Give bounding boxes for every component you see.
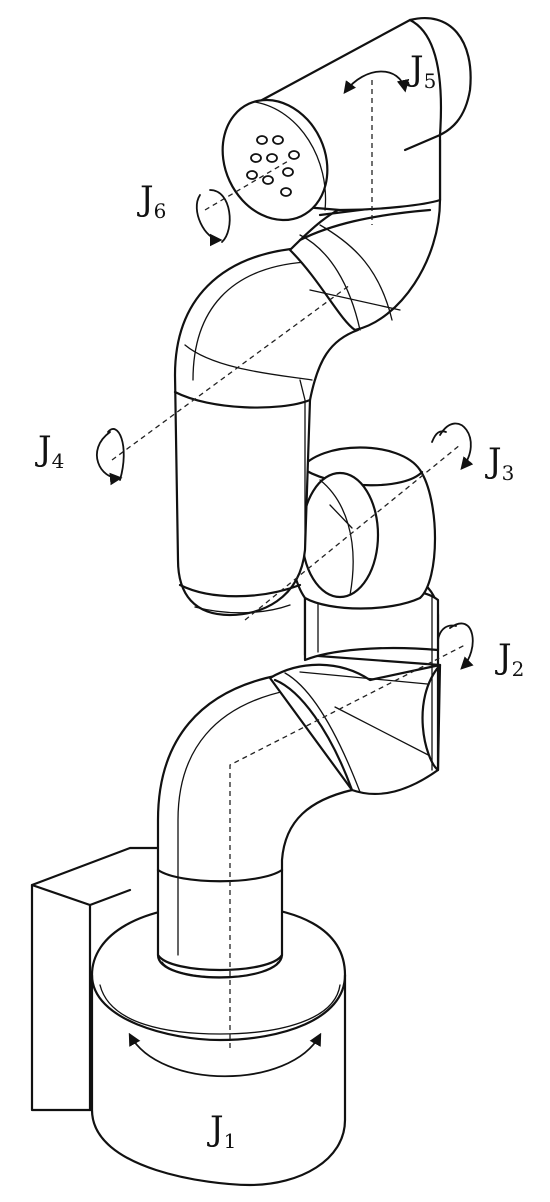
arrow-j6 xyxy=(195,194,223,247)
arrow-j1 xyxy=(128,1032,322,1078)
label-j6-letter: J xyxy=(137,179,154,219)
arrow-j5 xyxy=(343,70,410,95)
label-j2: J2 xyxy=(495,637,524,681)
label-j3-sub: 3 xyxy=(502,461,515,485)
label-j5-sub: 5 xyxy=(424,69,437,93)
label-j6-sub: 6 xyxy=(154,199,167,223)
axis-j6 xyxy=(204,159,291,211)
label-j5: J5 xyxy=(407,49,436,93)
tool-flange-holes xyxy=(246,135,300,197)
label-j1-sub: 1 xyxy=(224,1129,237,1153)
label-j2-letter: J xyxy=(495,637,512,677)
label-j3-letter: J xyxy=(485,441,502,481)
joint-axes xyxy=(111,80,466,1048)
label-j5-letter: J xyxy=(407,49,424,89)
lower-link xyxy=(156,648,442,972)
axis-j1 xyxy=(229,644,466,1048)
j3-housing xyxy=(288,446,437,610)
label-j4-sub: 4 xyxy=(52,449,65,473)
label-j4-letter: J xyxy=(35,429,52,469)
joint-labels: J1 J2 J3 J4 J5 J6 xyxy=(35,49,524,1153)
label-j4: J4 xyxy=(35,429,64,473)
arrow-j2 xyxy=(449,622,474,670)
axis-j4 xyxy=(111,284,351,461)
label-j6: J6 xyxy=(137,179,166,223)
wrist-head xyxy=(221,17,472,222)
rotation-arrows xyxy=(96,70,474,1078)
arrow-j4 xyxy=(96,431,123,486)
arrow-j3 xyxy=(439,422,474,470)
label-j2-sub: 2 xyxy=(512,657,525,681)
label-j3: J3 xyxy=(485,441,514,485)
label-j1-letter: J xyxy=(207,1109,224,1149)
label-j1: J1 xyxy=(207,1109,236,1153)
axis-j3 xyxy=(244,444,461,621)
